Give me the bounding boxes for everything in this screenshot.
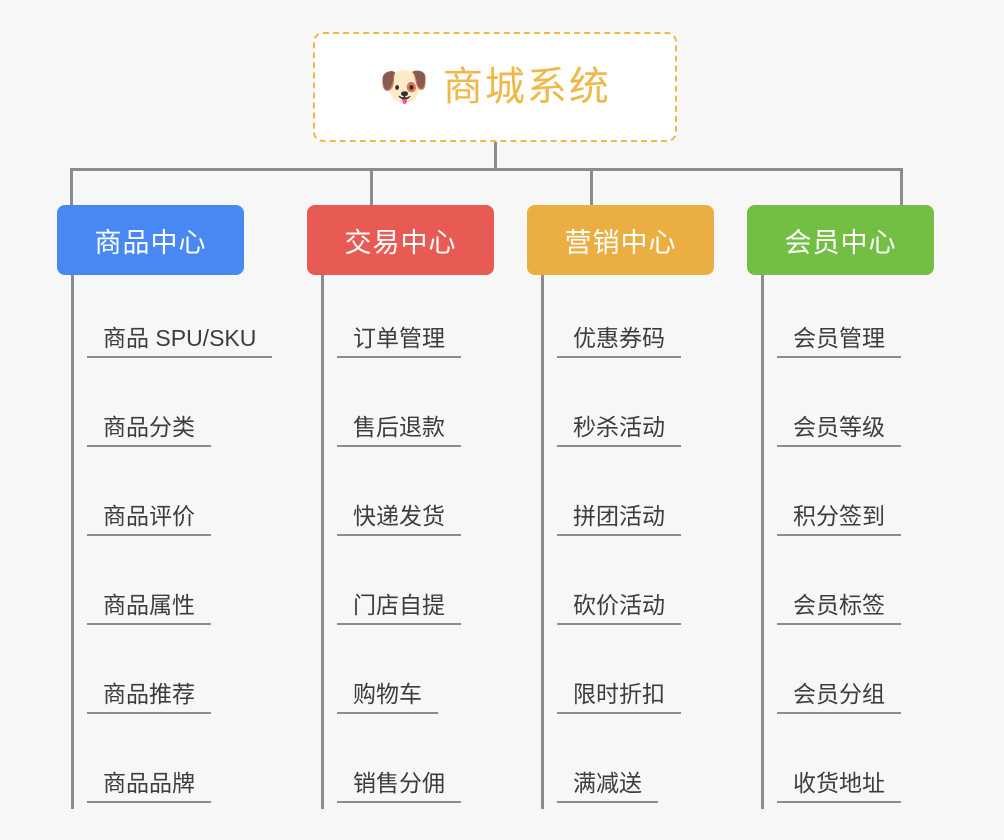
branch-column-marketing-center: 优惠券码秒杀活动拼团活动砍价活动限时折扣满减送	[541, 275, 681, 809]
root-title: 商城系统	[442, 65, 611, 109]
leaf-label: 会员分组	[777, 681, 901, 714]
leaf-node[interactable]: 满减送	[541, 720, 681, 809]
leaf-node[interactable]: 商品分类	[71, 364, 272, 453]
leaf-node[interactable]: 收货地址	[761, 720, 901, 809]
category-box-product-center[interactable]: 商品中心	[57, 205, 244, 275]
horizontal-bus-line	[71, 168, 901, 171]
leaf-label: 秒杀活动	[557, 414, 681, 447]
leaf-label: 销售分佣	[337, 770, 461, 803]
leaf-node[interactable]: 积分签到	[761, 453, 901, 542]
category-label-member-center: 会员中心	[784, 227, 897, 258]
leaf-label: 商品 SPU/SKU	[87, 325, 273, 358]
leaf-node[interactable]: 商品品牌	[71, 720, 272, 809]
leaf-node[interactable]: 会员分组	[761, 631, 901, 720]
leaf-node[interactable]: 购物车	[321, 631, 461, 720]
leaf-node[interactable]: 秒杀活动	[541, 364, 681, 453]
category-box-marketing-center[interactable]: 营销中心	[527, 205, 714, 275]
leaf-label: 砍价活动	[557, 592, 681, 625]
leaf-node[interactable]: 砍价活动	[541, 542, 681, 631]
leaf-label: 快递发货	[337, 503, 461, 536]
branch-spine-member-center	[761, 275, 764, 809]
leaf-label: 满减送	[557, 770, 658, 803]
branch-column-product-center: 商品 SPU/SKU 商品分类商品评价商品属性商品推荐商品品牌	[71, 275, 273, 809]
leaf-label: 购物车	[337, 681, 438, 714]
branch-column-trade-center: 订单管理售后退款快递发货门店自提购物车销售分佣	[321, 275, 461, 809]
leaf-label: 会员等级	[777, 414, 901, 447]
branch-drop-line-marketing-center	[590, 168, 593, 205]
branch-spine-marketing-center	[541, 275, 544, 809]
leaf-label: 拼团活动	[557, 503, 681, 536]
leaf-node[interactable]: 拼团活动	[541, 453, 681, 542]
leaf-label: 商品属性	[87, 592, 211, 625]
leaf-label: 限时折扣	[557, 681, 681, 714]
leaf-label: 会员管理	[777, 325, 901, 358]
category-label-product-center: 商品中心	[94, 227, 207, 258]
leaf-label: 商品评价	[87, 503, 211, 536]
leaf-label: 售后退款	[337, 414, 461, 447]
leaf-node[interactable]: 优惠券码	[541, 275, 681, 364]
leaf-node[interactable]: 商品属性	[71, 542, 272, 631]
branch-drop-line-product-center	[70, 168, 73, 205]
category-label-marketing-center: 营销中心	[564, 227, 677, 258]
branch-drop-line-member-center	[900, 168, 903, 205]
leaf-label: 商品分类	[87, 414, 211, 447]
leaf-node[interactable]: 商品推荐	[71, 631, 272, 720]
branch-column-member-center: 会员管理会员等级积分签到会员标签会员分组收货地址	[761, 275, 901, 809]
category-box-member-center[interactable]: 会员中心	[747, 205, 934, 275]
leaf-label: 订单管理	[337, 325, 461, 358]
leaf-label: 积分签到	[777, 503, 901, 536]
category-box-trade-center[interactable]: 交易中心	[307, 205, 494, 275]
leaf-label: 优惠券码	[557, 325, 681, 358]
dog-face-icon: 🐶	[379, 65, 429, 109]
leaf-label: 商品品牌	[87, 770, 211, 803]
leaf-node[interactable]: 会员标签	[761, 542, 901, 631]
branch-spine-product-center	[71, 275, 74, 809]
leaf-node[interactable]: 销售分佣	[321, 720, 461, 809]
branch-spine-trade-center	[321, 275, 324, 809]
root-trunk-line	[494, 142, 497, 171]
leaf-node[interactable]: 限时折扣	[541, 631, 681, 720]
leaf-node[interactable]: 会员管理	[761, 275, 901, 364]
leaf-node[interactable]: 商品 SPU/SKU	[71, 275, 273, 364]
leaf-node[interactable]: 会员等级	[761, 364, 901, 453]
leaf-node[interactable]: 售后退款	[321, 364, 461, 453]
leaf-label: 商品推荐	[87, 681, 211, 714]
leaf-label: 收货地址	[777, 770, 901, 803]
category-label-trade-center: 交易中心	[344, 227, 457, 258]
leaf-label: 会员标签	[777, 592, 901, 625]
branch-drop-line-trade-center	[370, 168, 373, 205]
leaf-node[interactable]: 快递发货	[321, 453, 461, 542]
leaf-node[interactable]: 门店自提	[321, 542, 461, 631]
leaf-label: 门店自提	[337, 592, 461, 625]
root-node[interactable]: 🐶 商城系统	[313, 32, 677, 142]
leaf-node[interactable]: 商品评价	[71, 453, 272, 542]
leaf-node[interactable]: 订单管理	[321, 275, 461, 364]
